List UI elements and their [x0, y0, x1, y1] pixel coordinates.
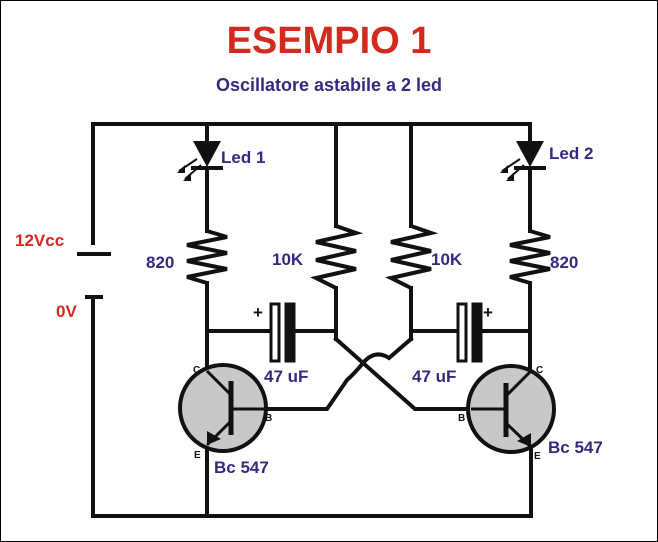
label-led1: Led 1 — [221, 148, 265, 167]
capacitor-left — [269, 302, 296, 363]
resistor-10k-left — [310, 224, 364, 290]
diagram-title: ESEMPIO 1 — [227, 20, 432, 62]
led2-symbol — [500, 141, 546, 181]
label-transistor-right: Bc 547 — [548, 438, 603, 457]
label-transistor-left: Bc 547 — [214, 458, 269, 477]
label-r-mid-right: 10K — [431, 250, 463, 269]
resistor-820-right — [509, 229, 551, 285]
battery-symbol — [77, 252, 111, 299]
label-led2: Led 2 — [549, 144, 593, 163]
label-plus-left: + — [253, 303, 263, 322]
label-pin-c-right: C — [536, 365, 543, 376]
label-pin-b-left: B — [265, 413, 272, 424]
label-vcc: 12Vcc — [15, 231, 64, 250]
label-pin-e-right: E — [534, 451, 541, 462]
label-plus-right: + — [483, 303, 493, 322]
led1-symbol — [177, 141, 223, 181]
label-cap-right: 47 uF — [412, 367, 456, 386]
label-r-right: 820 — [550, 253, 578, 272]
diagram-subtitle: Oscillatore astabile a 2 led — [216, 75, 442, 95]
label-r-mid-left: 10K — [272, 250, 304, 269]
resistor-820-left — [186, 229, 228, 285]
label-r-left: 820 — [146, 253, 174, 272]
label-gnd: 0V — [56, 302, 77, 321]
transistor-right — [466, 364, 556, 454]
label-cap-left: 47 uF — [264, 367, 308, 386]
transistor-left — [178, 363, 268, 453]
capacitor-right — [456, 302, 483, 363]
label-pin-b-right: B — [458, 413, 465, 424]
label-pin-c-left: C — [193, 365, 200, 376]
label-pin-e-left: E — [194, 450, 201, 461]
resistor-10k-right — [385, 224, 439, 290]
wires — [91, 122, 533, 518]
